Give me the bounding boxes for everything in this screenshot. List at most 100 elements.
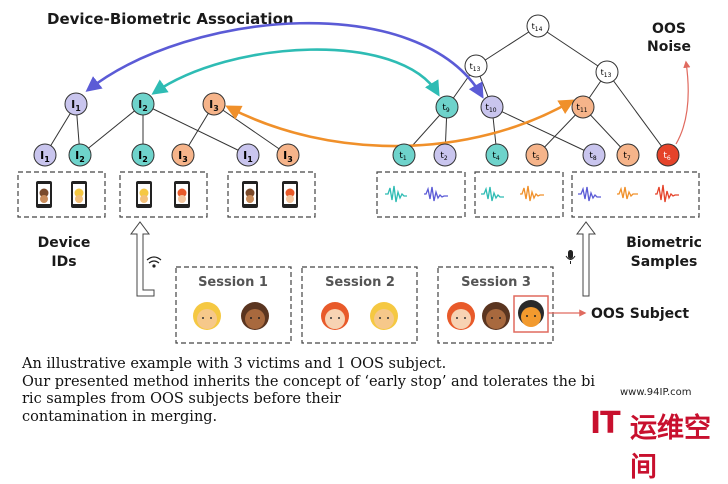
wifi-icon — [146, 256, 162, 268]
waveform-teal — [385, 185, 407, 203]
identity-node-3: I3 — [202, 92, 226, 116]
device-box-3 — [227, 171, 316, 218]
phone-icon — [282, 181, 298, 208]
sample-leaf-t7: t7 — [616, 143, 640, 167]
svg-text:I1: I1 — [243, 149, 253, 164]
svg-text:t7: t7 — [623, 151, 631, 162]
session-box-1: Session 1 — [175, 266, 292, 344]
oos-subject-label: OOS Subject — [591, 306, 689, 322]
tree-node-t10: t10 — [480, 95, 504, 119]
face-icon-oos — [518, 300, 544, 327]
device-ids-label-line2: IDs — [51, 254, 76, 270]
svg-text:t2: t2 — [440, 151, 448, 162]
device-box-2 — [119, 171, 208, 218]
waveform-orange — [520, 185, 544, 202]
session-label: Session 2 — [325, 275, 395, 290]
oos-highlight-box — [513, 295, 549, 333]
svg-text:t4: t4 — [492, 151, 500, 162]
sample-box-2 — [474, 171, 564, 218]
diagram-title: Device-Biometric Association — [47, 10, 294, 28]
biometric-samples-label-line1: Biometric — [626, 235, 702, 251]
watermark-brand-latin: IT — [590, 406, 621, 441]
microphone-icon — [565, 250, 576, 264]
tree-edges — [44, 25, 669, 156]
svg-text:t13: t13 — [601, 68, 612, 79]
phone-icon — [174, 181, 190, 208]
svg-text:I2: I2 — [75, 149, 85, 164]
svg-text:I2: I2 — [138, 98, 148, 113]
svg-text:I1: I1 — [40, 149, 50, 164]
svg-text:t9: t9 — [442, 103, 450, 114]
svg-text:t13: t13 — [470, 62, 481, 73]
device-leaf-2: I2 — [68, 143, 92, 167]
association-arrow-orange — [225, 99, 575, 148]
caption-line-3: ric samples from OOS subjects before the… — [22, 391, 341, 407]
phone-icon — [36, 181, 52, 208]
face-icon-redhead — [321, 302, 349, 330]
caption-line-4: contamination in merging. — [22, 408, 218, 425]
tree-node-t13-left: t13 — [464, 54, 488, 78]
session-label: Session 1 — [198, 275, 268, 290]
waveform-blue — [578, 186, 601, 202]
watermark-url: www.94IP.com — [620, 387, 692, 398]
tree-node-t11: t11 — [571, 95, 595, 119]
session-box-3: Session 3 — [437, 266, 554, 344]
caption-line-2: Our presented method inherits the concep… — [22, 373, 596, 390]
upload-arrow-right — [576, 221, 596, 297]
session-label: Session 3 — [461, 275, 531, 290]
sample-box-1 — [376, 171, 466, 218]
tree-node-t14: t14 — [526, 14, 550, 38]
device-leaf-4: I3 — [171, 143, 195, 167]
watermark-brand-cn: 运维空间 — [630, 413, 711, 483]
tree-node-t13-right: t13 — [595, 60, 619, 84]
svg-text:I1: I1 — [71, 98, 81, 113]
svg-text:t8: t8 — [589, 151, 597, 162]
sample-leaf-t2: t2 — [433, 143, 457, 167]
watermark-brand: IT 运维空间 — [586, 402, 726, 483]
waveform-orange — [617, 186, 638, 200]
identity-node-1: I1 — [64, 92, 88, 116]
caption-line-1: An illustrative example with 3 victims a… — [22, 356, 447, 372]
oos-noise-label-line1: OOS — [652, 21, 686, 37]
sample-leaf-t1: t1 — [392, 143, 416, 167]
device-leaf-3: I2 — [131, 143, 155, 167]
device-leaf-5: I1 — [236, 143, 260, 167]
svg-text:I3: I3 — [283, 149, 293, 164]
figure-caption: An illustrative example with 3 victims a… — [22, 356, 622, 426]
waveform-blue — [424, 186, 448, 202]
phone-icon — [136, 181, 152, 208]
noise-arrow — [675, 60, 691, 145]
face-icon-redhead — [447, 302, 475, 330]
face-icon-dark — [482, 302, 510, 330]
svg-text:t11: t11 — [576, 103, 587, 114]
upload-arrow-left — [130, 221, 155, 297]
session-box-2: Session 2 — [301, 266, 418, 344]
face-icon-blonde — [370, 302, 398, 330]
svg-text:t10: t10 — [485, 103, 496, 114]
identity-node-2: I2 — [131, 92, 155, 116]
association-diagram: Device-Biometric Association OOS Noise D… — [17, 10, 702, 344]
waveform-teal — [481, 186, 504, 202]
waveform-red — [655, 184, 679, 203]
phone-icon — [71, 181, 87, 208]
svg-text:t5: t5 — [532, 151, 540, 162]
svg-text:I3: I3 — [209, 98, 219, 113]
face-icon-blonde — [193, 302, 221, 330]
svg-text:t6: t6 — [663, 151, 671, 162]
association-arrow-blue — [85, 21, 484, 99]
phone-icon — [242, 181, 258, 208]
svg-text:I3: I3 — [178, 149, 188, 164]
device-leaf-6: I3 — [276, 143, 300, 167]
device-ids-label-line1: Device — [38, 235, 91, 251]
tree-node-t9: t9 — [435, 95, 459, 119]
device-box-1 — [17, 171, 106, 218]
sample-leaf-t6-oos: t6 — [656, 143, 680, 167]
svg-text:I2: I2 — [138, 149, 148, 164]
biometric-samples-label-line2: Samples — [631, 254, 698, 270]
sample-leaf-t8: t8 — [582, 143, 606, 167]
sample-leaf-t4: t4 — [485, 143, 509, 167]
oos-noise-label-line2: Noise — [647, 39, 691, 55]
sample-leaf-t5: t5 — [525, 143, 549, 167]
svg-text:t1: t1 — [399, 151, 407, 162]
device-leaf-1: I1 — [33, 143, 57, 167]
